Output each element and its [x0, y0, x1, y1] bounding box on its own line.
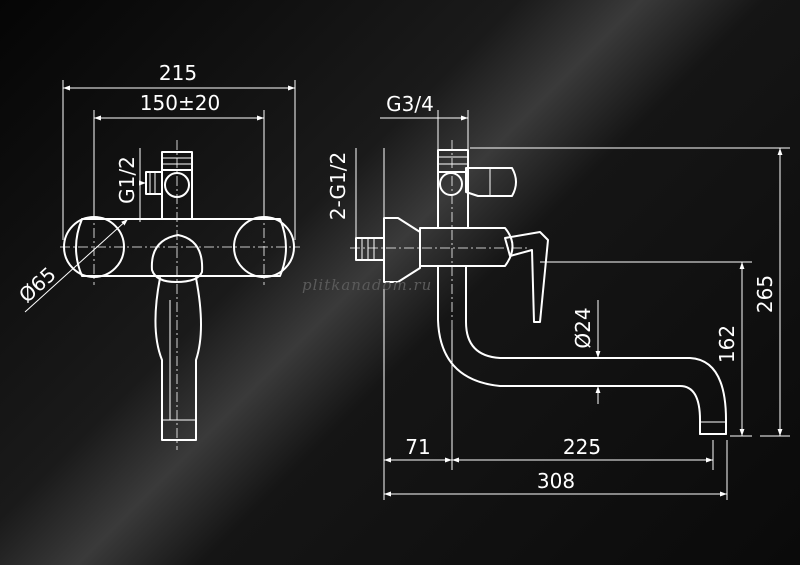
side-spout-outer	[437, 265, 701, 435]
front-inlet-fitting	[145, 171, 163, 195]
mixer-body	[75, 218, 287, 277]
side-view	[350, 110, 790, 500]
side-lever	[504, 231, 549, 323]
dim-265-label: 265	[753, 275, 777, 313]
side-wall-flange	[383, 217, 421, 283]
dim-d65-label: Ø65	[14, 262, 61, 307]
side-valve-stem	[437, 171, 469, 229]
dim-215-label: 215	[159, 61, 197, 85]
side-valve-cap	[437, 149, 469, 173]
dim-225-label: 225	[563, 435, 601, 459]
diverter-knob	[465, 167, 517, 197]
dim-150-label: 150±20	[140, 91, 220, 115]
dim-d24-label: Ø24	[571, 307, 595, 348]
dim-2g12-label: 2-G1/2	[326, 152, 350, 220]
dim-g12-label: G1/2	[115, 156, 139, 204]
side-body	[419, 227, 514, 267]
dim-g34-label: G3/4	[386, 92, 434, 116]
lever-base	[150, 234, 204, 283]
side-valve-knob	[439, 172, 463, 196]
side-inlet-fitting	[355, 237, 385, 261]
dim-71-label: 71	[405, 435, 430, 459]
front-spout	[154, 277, 202, 441]
dim-162-label: 162	[715, 325, 739, 363]
front-view	[24, 80, 300, 450]
watermark: plitkanadom.ru	[302, 276, 432, 294]
dim-308-label: 308	[537, 469, 575, 493]
side-spout-inner	[465, 265, 727, 435]
